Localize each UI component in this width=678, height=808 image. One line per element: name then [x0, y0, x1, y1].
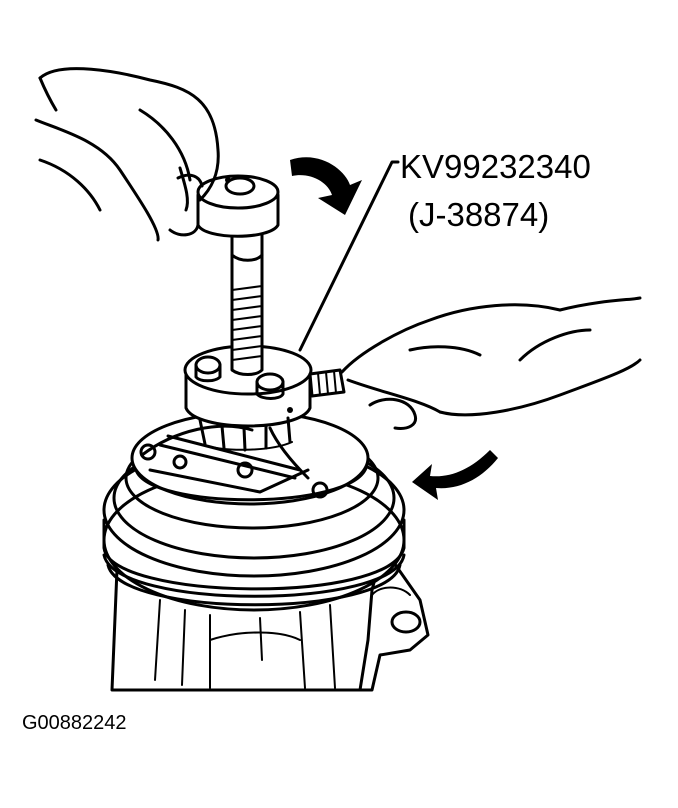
rotation-arrows [290, 157, 498, 500]
clutch-drive-plate [130, 410, 370, 506]
counter-arrow [412, 450, 498, 500]
left-hand [34, 67, 220, 242]
pulley [102, 426, 406, 612]
mounting-ear-hole [390, 610, 422, 634]
figure-id-label: G00882242 [22, 712, 127, 734]
tool-number-label: KV99232340 [400, 148, 591, 185]
leader-line [298, 160, 400, 352]
right-hand [340, 296, 642, 430]
tool-alt-number-label: (J-38874) [408, 196, 550, 233]
center-bolt [196, 174, 280, 376]
clockwise-arrow [290, 157, 362, 215]
